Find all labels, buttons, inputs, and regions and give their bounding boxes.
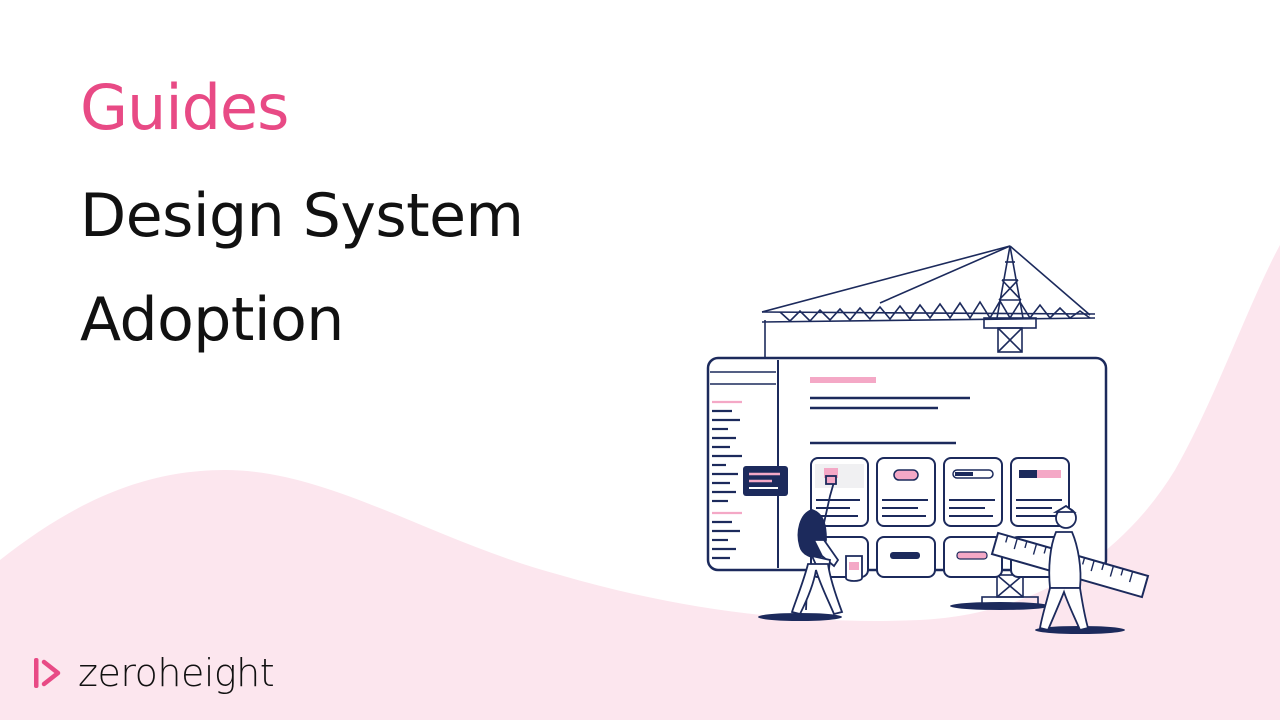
component-cards bbox=[810, 457, 1070, 578]
page-title-line-1: Design System bbox=[80, 181, 524, 251]
person-carrying-icon bbox=[1038, 504, 1090, 632]
person-painting-icon bbox=[790, 475, 863, 616]
background-wave-shape bbox=[0, 245, 1280, 720]
zeroheight-logo-icon bbox=[34, 658, 61, 688]
brand-logo: zeroheight bbox=[32, 648, 275, 698]
crane-icon bbox=[744, 245, 1096, 606]
hanging-component-icon bbox=[743, 466, 788, 496]
content-header-lines bbox=[810, 377, 970, 445]
crane-building-ui-illustration bbox=[706, 245, 1150, 634]
brand-name: zeroheight bbox=[78, 651, 275, 695]
page-title-line-2: Adoption bbox=[80, 285, 344, 355]
page-title: Design System Adoption bbox=[80, 164, 524, 372]
eyebrow-label: Guides bbox=[80, 71, 289, 144]
sidebar-lines bbox=[712, 400, 742, 560]
